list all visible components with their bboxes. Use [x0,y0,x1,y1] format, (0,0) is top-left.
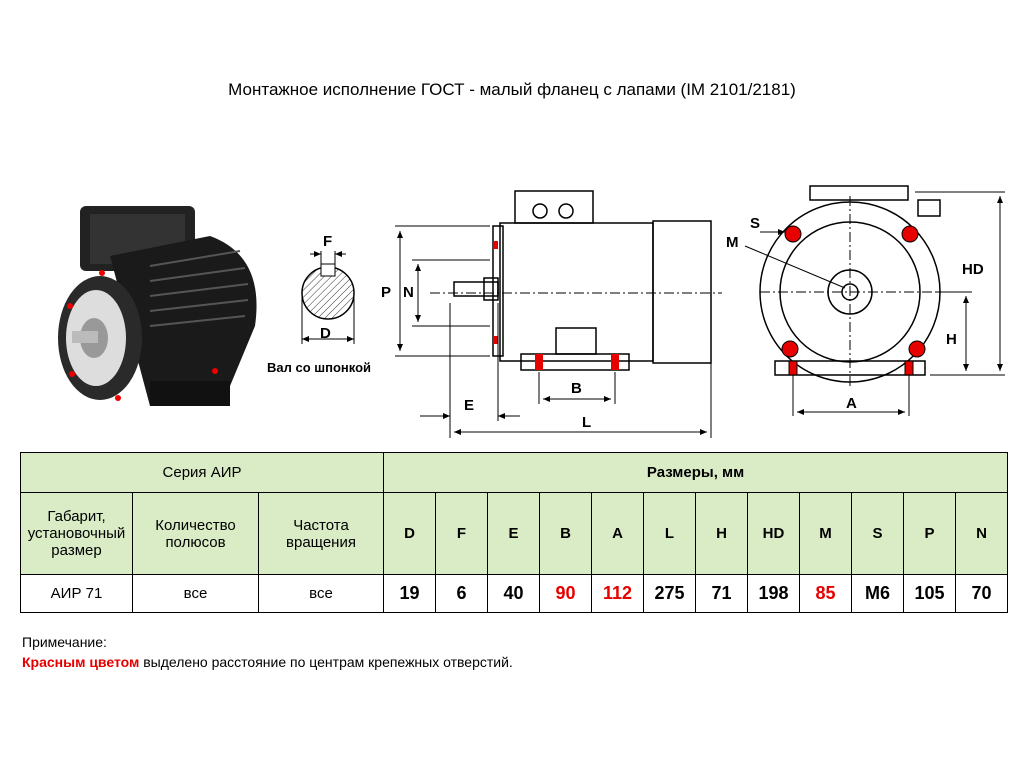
col-header-E: E [487,492,541,575]
col-header-F: F [435,492,489,575]
cell-S: M6 [851,574,905,613]
table-row: АИР 71 все все 19 6 40 90 112 275 71 198… [20,574,1009,613]
side-view [395,190,722,438]
label-A: A [846,395,857,412]
col-header-N: N [955,492,1009,575]
col-header-M: M [799,492,853,575]
col-header-A: A [591,492,645,575]
cell-L: 275 [643,574,697,613]
label-S: S [750,215,760,232]
table-header-row: Серия АИР Размеры, мм [19,452,1009,493]
col-header-D: D [383,492,437,575]
dimension-drawing: F D P N E B L S M HD H A [58,185,1005,438]
series-header: Серия АИР [19,452,385,493]
cell-size: АИР 71 [20,574,133,613]
cell-N: 70 [955,574,1009,613]
col-header-poles: Количество полюсов [132,492,259,575]
dimensions-table: Серия АИР Размеры, мм Габарит, установоч… [19,452,1009,613]
cell-D: 19 [383,574,437,613]
col-header-L: L [643,492,697,575]
col-header-P: P [903,492,957,575]
front-view [744,185,1005,416]
note-body: Красным цветом выделено расстояние по це… [22,652,513,672]
cell-E: 40 [487,574,541,613]
col-header-H: H [695,492,749,575]
note: Примечание: Красным цветом выделено расс… [22,632,513,672]
label-F: F [323,233,332,250]
label-L: L [582,414,591,431]
cell-P: 105 [903,574,957,613]
cell-speed: все [257,574,385,613]
page-title: Монтажное исполнение ГОСТ - малый фланец… [228,80,796,99]
label-N: N [403,284,414,301]
col-header-speed: Частота вращения [257,492,385,575]
label-B: B [571,380,582,397]
col-header-size: Габарит, установочный размер [20,492,133,575]
dims-header: Размеры, мм [383,452,1009,493]
label-E: E [464,397,474,414]
shaft-caption: Вал со шпонкой [267,360,372,375]
cell-HD: 198 [747,574,801,613]
cell-B: 90 [539,574,593,613]
col-header-S: S [851,492,905,575]
col-header-B: B [539,492,593,575]
label-D: D [320,325,331,342]
cell-A: 112 [591,574,645,613]
shaft-section [301,251,355,344]
cell-poles: все [132,574,259,613]
cell-H: 71 [695,574,749,613]
cell-F: 6 [435,574,489,613]
note-text: выделено расстояние по центрам крепежных… [139,654,513,670]
cell-M: 85 [799,574,853,613]
label-M: M [726,234,739,251]
label-HD: HD [962,261,984,278]
table-subheader-row: Габарит, установочный размер Количество … [20,492,1009,575]
note-red-label: Красным цветом [22,654,140,670]
motor-photo [58,206,257,406]
motor-drawing: F D P N E B L S M HD H A [0,176,1024,446]
col-header-HD: HD [747,492,801,575]
note-heading: Примечание: [22,634,107,650]
label-H: H [946,331,957,348]
label-P: P [381,284,391,301]
